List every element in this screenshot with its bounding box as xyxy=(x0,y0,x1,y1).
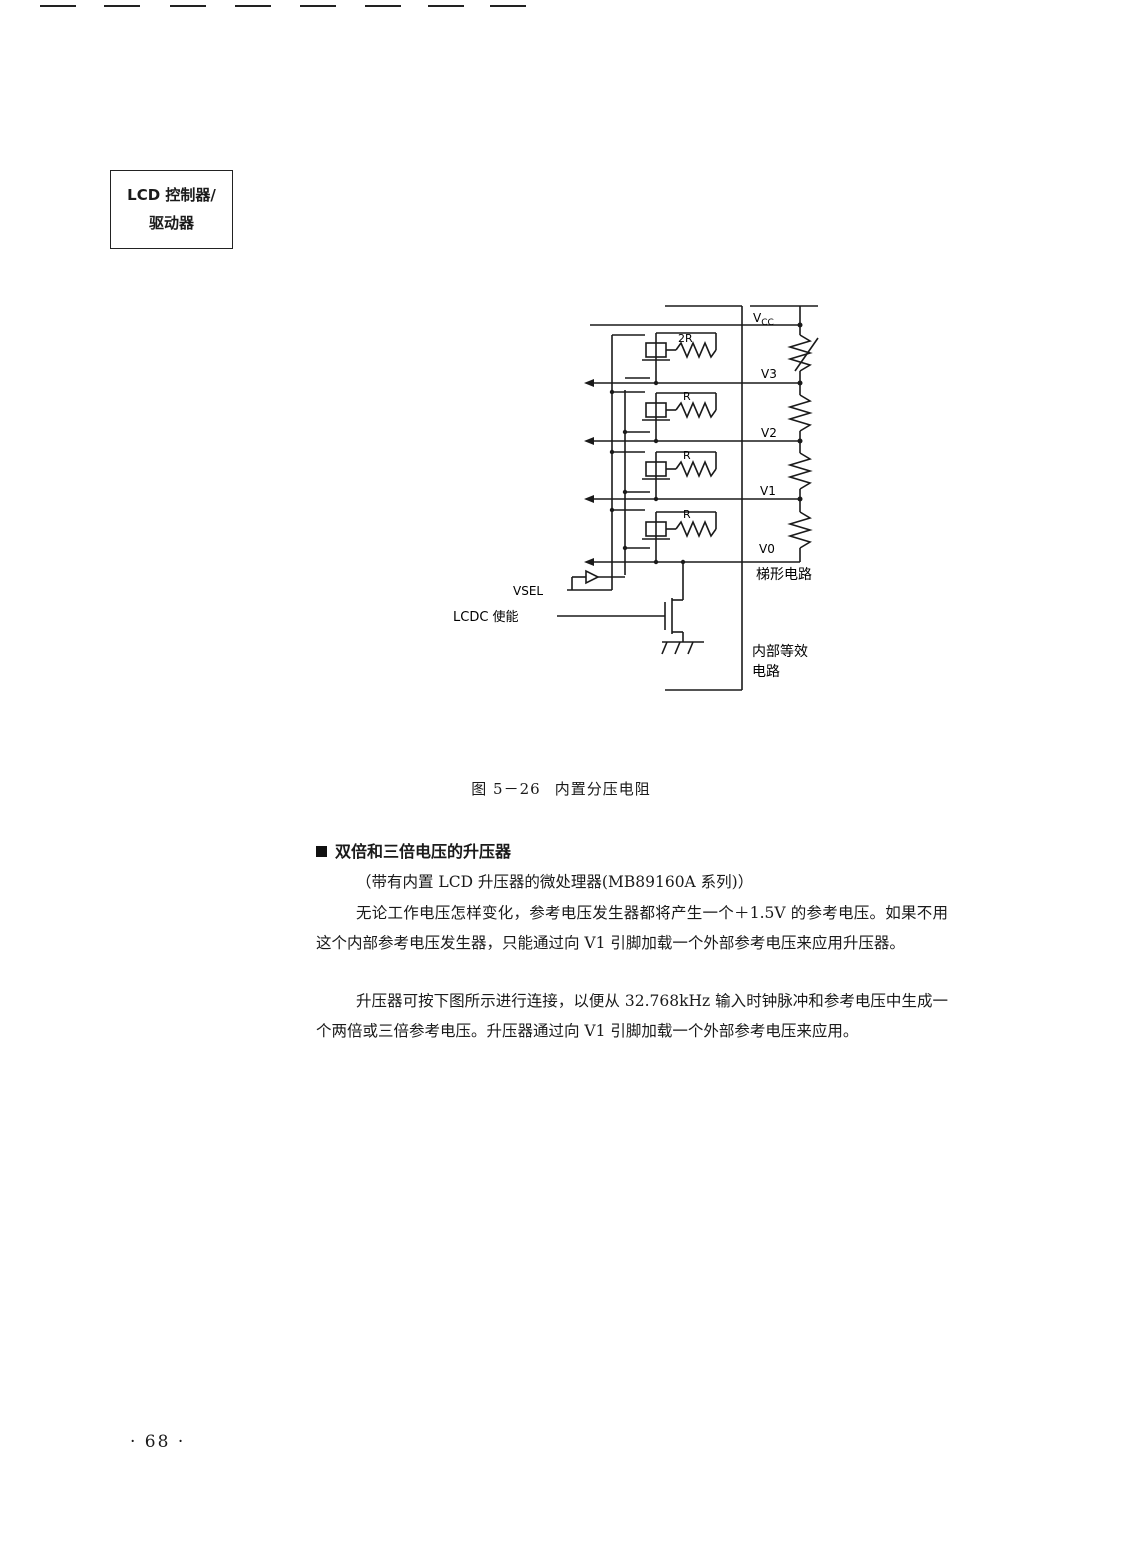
v3-label: V3 xyxy=(761,367,777,381)
internal-circuit-label: 内部等效 xyxy=(752,643,808,660)
figure-title: 内置分压电阻 xyxy=(554,780,651,798)
section-subtitle: （带有内置 LCD 升压器的微处理器(MB89160A 系列)） xyxy=(356,873,754,891)
switch-block-r3 xyxy=(642,511,717,562)
section-tab-line1: LCD 控制器/ xyxy=(127,186,216,204)
voltage-divider-circuit: VCC V3 V2 V1 V0 2R R R R 梯形电路 VSEL LCDC … xyxy=(453,305,819,691)
arrow-left-icon xyxy=(584,558,594,566)
switch-block-r1 xyxy=(642,392,717,441)
page-number: · 68 · xyxy=(130,1432,186,1452)
arrow-left-icon xyxy=(584,379,594,387)
ladder-resistor-top xyxy=(787,334,813,372)
section-tab: LCD 控制器/ 驱动器 xyxy=(110,170,233,249)
resistor-label-r: R xyxy=(683,508,691,521)
section-tab-line2: 驱动器 xyxy=(148,214,194,232)
ladder-resistor-2 xyxy=(787,394,813,432)
ground-symbol xyxy=(661,641,668,655)
resistor-label-r: R xyxy=(683,449,691,462)
ladder-resistor-4 xyxy=(787,511,813,549)
internal-circuit-label-2: 电路 xyxy=(752,664,780,680)
paragraph: 升压器可按下图所示进行连接，以便从 32.768kHz 输入时钟脉冲和参考电压中… xyxy=(316,992,948,1040)
section-heading: 双倍和三倍电压的升压器 xyxy=(316,838,511,862)
arrow-left-icon xyxy=(584,437,594,445)
arrow-left-icon xyxy=(584,495,594,503)
header-rule xyxy=(40,0,526,12)
buffer-symbol xyxy=(585,569,600,585)
heading-bullet-icon xyxy=(316,846,327,857)
v0-label: V0 xyxy=(759,542,775,556)
switch-block-r2 xyxy=(642,451,717,499)
v2-label: V2 xyxy=(761,426,777,440)
resistor-label-r: R xyxy=(683,390,691,403)
resistor-label-2r: 2R xyxy=(678,332,693,345)
lcdc-enable-label: LCDC 使能 xyxy=(453,609,519,625)
switch-block-2r xyxy=(642,332,717,383)
junction-dots xyxy=(609,322,803,565)
paragraph: 无论工作电压怎样变化，参考电压发生器都将产生一个＋1.5V 的参考电压。如果不用… xyxy=(316,904,948,952)
vcc-label: VCC xyxy=(753,311,774,328)
ground-symbol xyxy=(674,641,681,655)
ladder-circuit-label: 梯形电路 xyxy=(756,567,812,583)
ladder-adjust-arrow xyxy=(794,337,819,372)
ground-symbol xyxy=(687,641,694,655)
figure-caption: 图 5－26 内置分压电阻 xyxy=(0,778,1122,799)
ladder-resistor-3 xyxy=(787,452,813,490)
vsel-label: VSEL xyxy=(513,584,543,598)
v1-label: V1 xyxy=(760,484,776,498)
figure-number: 图 5－26 xyxy=(471,780,541,798)
section-heading-text: 双倍和三倍电压的升压器 xyxy=(335,842,512,861)
